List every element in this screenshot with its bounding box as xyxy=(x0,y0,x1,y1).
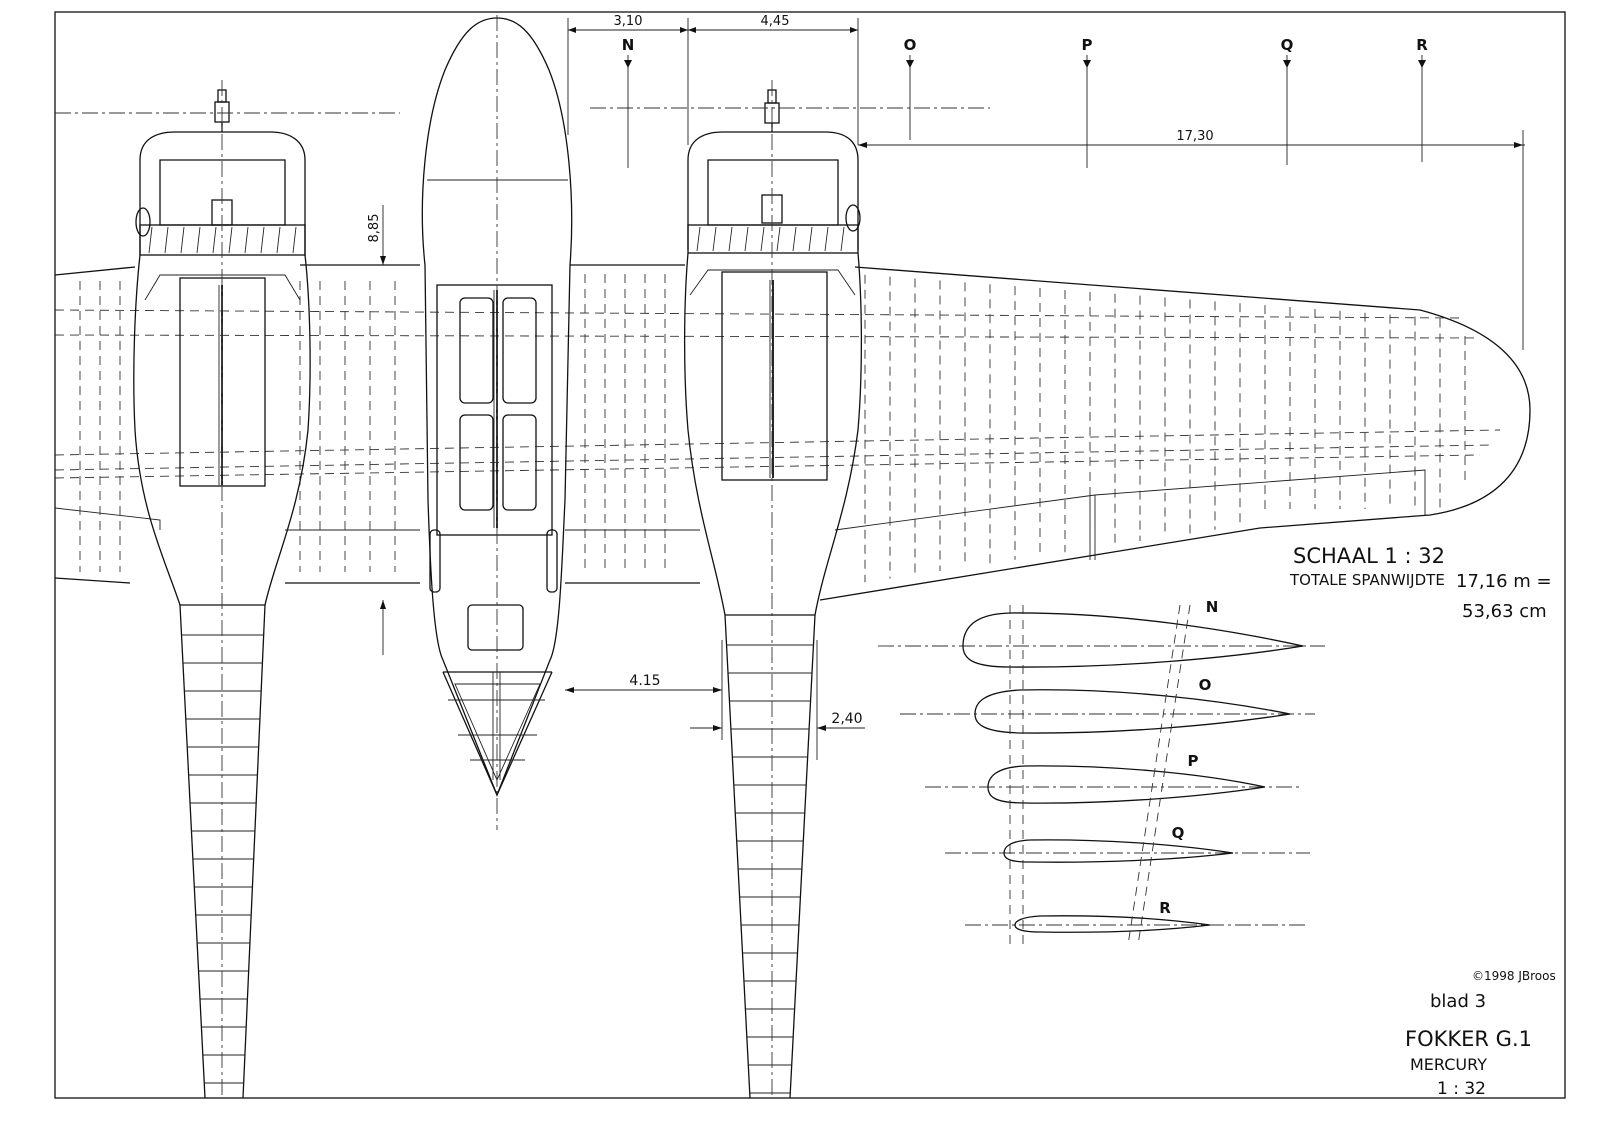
dimension-lines xyxy=(380,18,1525,760)
profile-label-o: O xyxy=(1199,676,1212,694)
span-label: TOTALE SPANWIJDTE xyxy=(1289,571,1445,589)
dim-8-85: 8,85 xyxy=(367,214,382,243)
station-label-n: N xyxy=(622,36,635,54)
span-value-cm: 53,63 cm xyxy=(1462,601,1547,622)
profile-label-r: R xyxy=(1159,899,1171,917)
station-label-q: Q xyxy=(1281,36,1294,54)
span-value-m: 17,16 m = xyxy=(1456,571,1552,592)
profile-label-p: P xyxy=(1188,752,1199,770)
dim-3-10: 3,10 xyxy=(614,14,643,29)
airfoil-sections xyxy=(878,604,1325,946)
station-label-o: O xyxy=(904,36,917,54)
dim-4-45: 4,45 xyxy=(761,14,790,29)
station-markers xyxy=(624,55,1426,168)
engine-name: MERCURY xyxy=(1410,1055,1487,1074)
dim-17-30: 17,30 xyxy=(1176,129,1213,144)
dim-4-15: 4.15 xyxy=(629,673,660,689)
scale-heading: SCHAAL 1 : 32 xyxy=(1293,544,1445,568)
left-tail-boom xyxy=(179,604,266,1099)
right-engine-nacelle xyxy=(683,89,863,616)
station-label-r: R xyxy=(1416,36,1428,54)
station-label-p: P xyxy=(1082,36,1093,54)
sheet-number: blad 3 xyxy=(1430,991,1486,1012)
centre-lines xyxy=(55,15,990,1095)
model-scale: 1 : 32 xyxy=(1437,1079,1486,1099)
dim-2-40: 2,40 xyxy=(831,711,862,727)
aircraft-title: FOKKER G.1 xyxy=(1405,1027,1532,1051)
profile-label-q: Q xyxy=(1172,824,1185,842)
profile-label-n: N xyxy=(1206,598,1219,616)
drawing-border xyxy=(54,11,1566,1099)
copyright: ©1998 JBroos xyxy=(1472,969,1556,983)
central-fuselage xyxy=(421,17,573,797)
right-tail-boom xyxy=(724,614,816,1099)
wing-ribs xyxy=(79,274,1466,583)
wing-spars xyxy=(54,309,1501,479)
